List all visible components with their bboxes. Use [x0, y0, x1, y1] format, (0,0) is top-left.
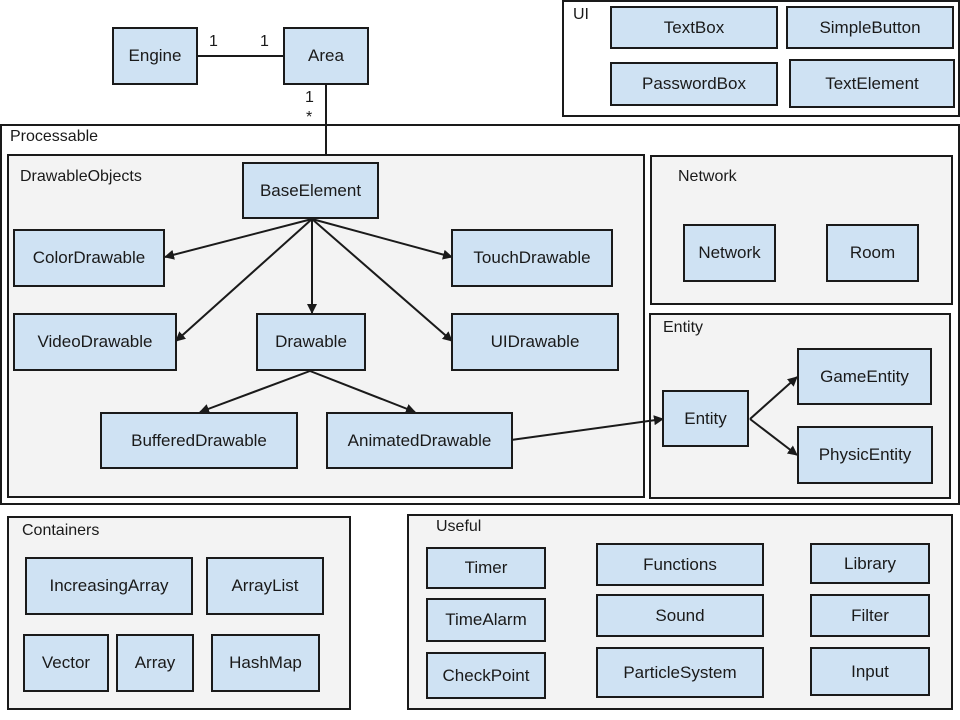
package-drawable-objects-label: DrawableObjects: [20, 168, 142, 185]
class-array[interactable]: Array: [116, 634, 194, 692]
class-textelement[interactable]: TextElement: [789, 59, 955, 108]
class-colordrawable[interactable]: ColorDrawable: [13, 229, 165, 287]
class-drawable[interactable]: Drawable: [256, 313, 366, 371]
class-engine[interactable]: Engine: [112, 27, 198, 85]
multiplicity-area-side: 1: [260, 33, 269, 50]
package-network-label: Network: [678, 168, 737, 185]
class-baseelement[interactable]: BaseElement: [242, 162, 379, 219]
class-particlesystem[interactable]: ParticleSystem: [596, 647, 764, 698]
multiplicity-area-down: 1: [305, 89, 314, 106]
class-timer[interactable]: Timer: [426, 547, 546, 589]
class-area[interactable]: Area: [283, 27, 369, 85]
class-sound[interactable]: Sound: [596, 594, 764, 637]
class-uidrawable[interactable]: UIDrawable: [451, 313, 619, 371]
package-ui-label: UI: [573, 6, 589, 23]
package-containers-label: Containers: [22, 522, 100, 539]
class-library[interactable]: Library: [810, 543, 930, 584]
class-passwordbox[interactable]: PasswordBox: [610, 62, 778, 106]
class-arraylist[interactable]: ArrayList: [206, 557, 324, 615]
package-entity-label: Entity: [663, 319, 704, 336]
class-gameentity[interactable]: GameEntity: [797, 348, 932, 405]
class-checkpoint[interactable]: CheckPoint: [426, 652, 546, 699]
package-useful-label: Useful: [436, 518, 482, 535]
class-physicentity[interactable]: PhysicEntity: [797, 426, 933, 484]
class-vector[interactable]: Vector: [23, 634, 109, 692]
multiplicity-engine-side: 1: [209, 33, 218, 50]
class-touchdrawable[interactable]: TouchDrawable: [451, 229, 613, 287]
class-functions[interactable]: Functions: [596, 543, 764, 586]
class-increasingarray[interactable]: IncreasingArray: [25, 557, 193, 615]
class-buffereddrawable[interactable]: BufferedDrawable: [100, 412, 298, 469]
class-network[interactable]: Network: [683, 224, 776, 282]
class-input[interactable]: Input: [810, 647, 930, 696]
class-hashmap[interactable]: HashMap: [211, 634, 320, 692]
package-processable-label: Processable: [10, 128, 99, 145]
class-textbox[interactable]: TextBox: [610, 6, 778, 49]
class-entity[interactable]: Entity: [662, 390, 749, 447]
class-room[interactable]: Room: [826, 224, 919, 282]
class-animateddrawable[interactable]: AnimatedDrawable: [326, 412, 513, 469]
multiplicity-processable-side: *: [306, 109, 313, 126]
class-videodrawable[interactable]: VideoDrawable: [13, 313, 177, 371]
class-timealarm[interactable]: TimeAlarm: [426, 598, 546, 642]
class-filter[interactable]: Filter: [810, 594, 930, 637]
class-simplebutton[interactable]: SimpleButton: [786, 6, 954, 49]
